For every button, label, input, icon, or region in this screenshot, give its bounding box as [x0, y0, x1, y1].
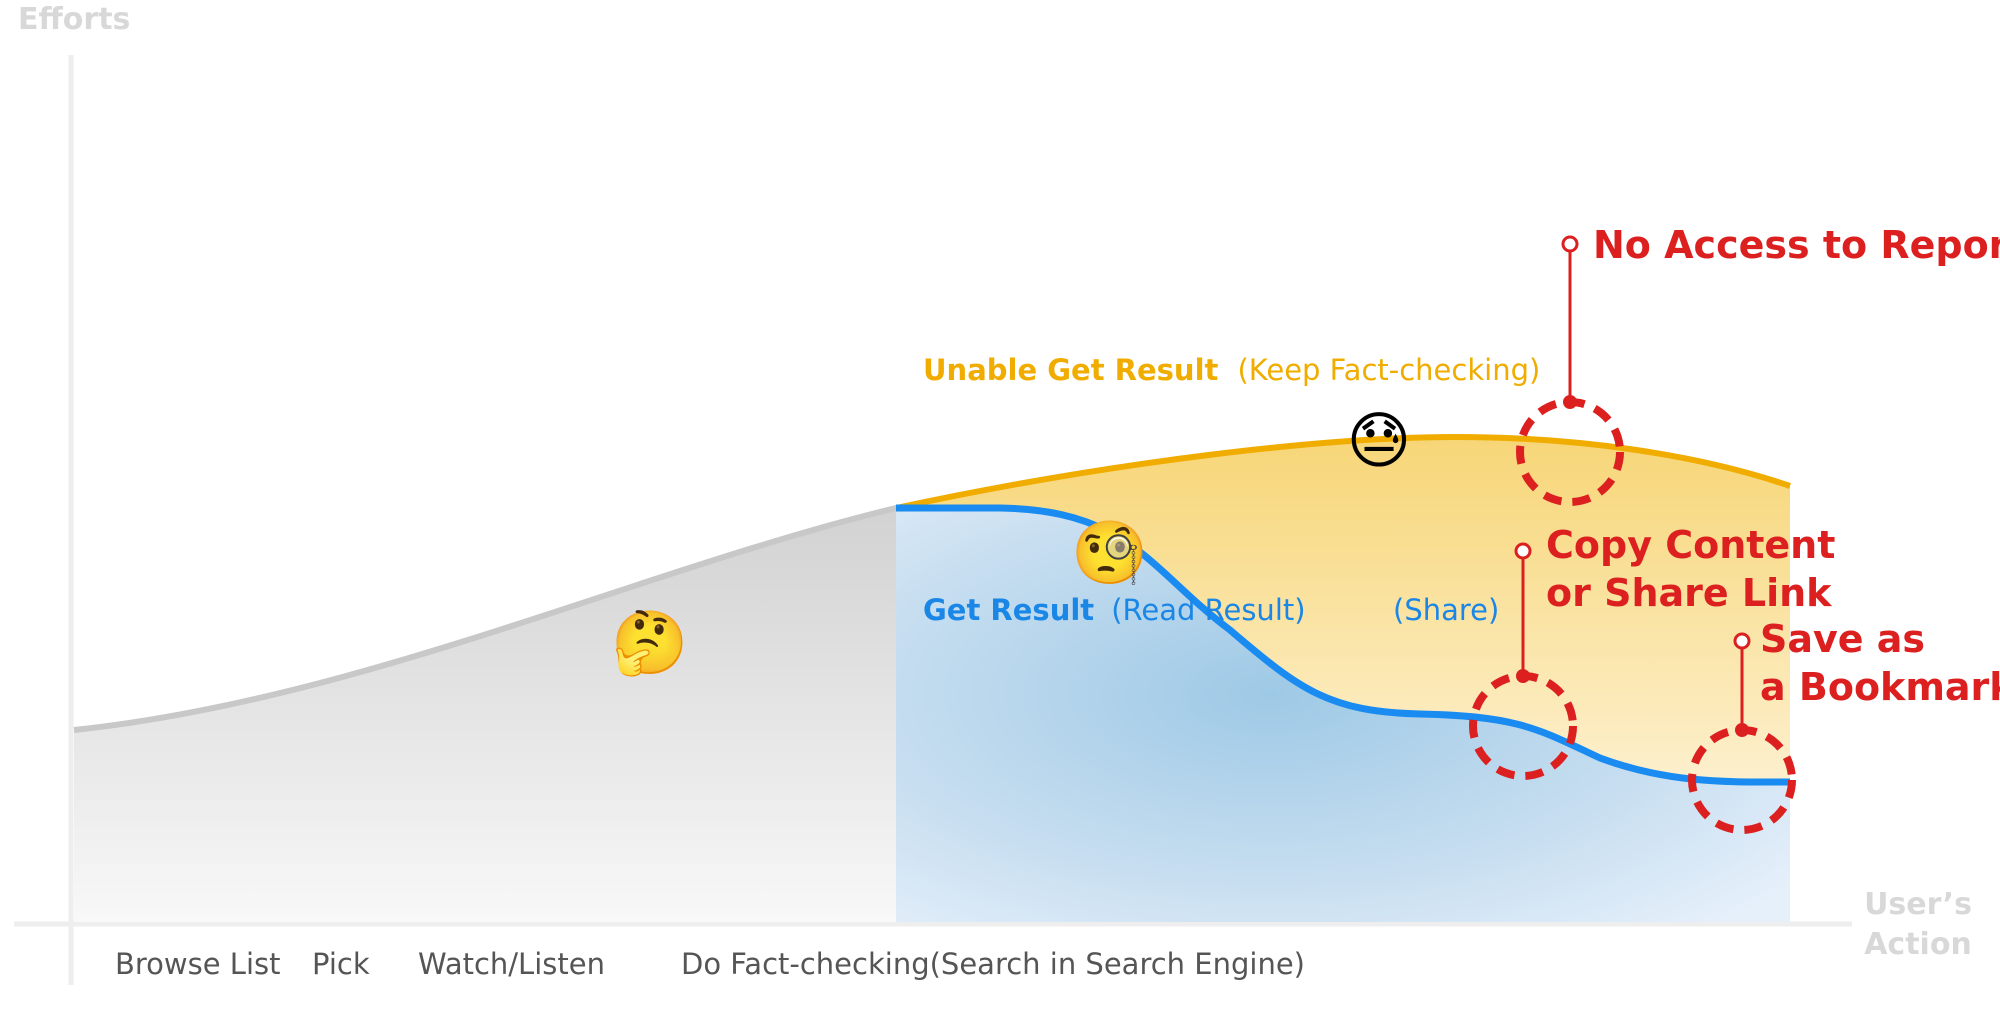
- pain-point-label-line1: Copy Content: [1546, 523, 1835, 567]
- pain-point-anchor-dot: [1735, 723, 1749, 737]
- blue-effort-curve: [896, 504, 1791, 786]
- pain-point-label-line2: or Share Link: [1546, 571, 1832, 615]
- step-watch-listen: Watch/Listen: [418, 947, 605, 981]
- pain-point-bookmark: Save as a Bookmark: [1688, 617, 2000, 834]
- step-fact-checking: Do Fact-checking(Search in Search Engine…: [681, 947, 1305, 981]
- pain-point-anchor-dot: [1516, 669, 1530, 683]
- pain-point-pin-ring: [1514, 542, 1532, 560]
- gray-effort-area: [74, 508, 896, 922]
- x-axis-title-line2: Action: [1864, 927, 1972, 962]
- pain-point-pin-ring: [1561, 235, 1579, 253]
- gray-effort-curve: [73, 505, 897, 733]
- share-label: (Share): [1393, 593, 1499, 627]
- y-axis-title: Efforts: [18, 2, 130, 37]
- pain-point-label-line2: a Bookmark: [1760, 665, 2000, 709]
- downcast-sweat-emoji: 😓: [1347, 404, 1412, 477]
- blue-effort-area: [896, 508, 1790, 922]
- unable-get-result-label: Unable Get Result (Keep Fact-checking): [923, 353, 1540, 387]
- x-axis-title-line1: User’s: [1864, 887, 1972, 922]
- pain-point-anchor-dot: [1563, 395, 1577, 409]
- pain-point-label: No Access to Report: [1593, 223, 2000, 267]
- pain-point-label-line1: Save as: [1760, 617, 1925, 661]
- pain-point-pin-ring: [1733, 632, 1751, 650]
- step-browse-list: Browse List: [115, 947, 281, 981]
- get-result-label: Get Result (Read Result): [923, 593, 1306, 627]
- pain-point-no-access: No Access to Report: [1516, 223, 2000, 506]
- yellow-effort-curve: [895, 433, 1791, 511]
- monocle-face-emoji: 🧐: [1071, 516, 1148, 589]
- pain-point-copy-share: Copy Content or Share Link: [1469, 523, 1835, 780]
- thinking-face-emoji: 🤔: [611, 606, 688, 679]
- step-pick: Pick: [312, 947, 370, 981]
